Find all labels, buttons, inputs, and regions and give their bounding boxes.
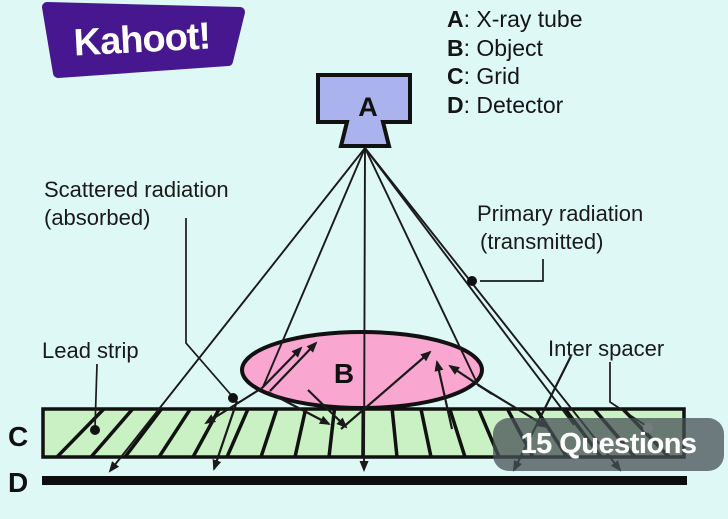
scattered-leader [185, 218, 233, 397]
legend: A: X-ray tube B: Object C: Grid D: Detec… [447, 5, 583, 119]
detector-bar [42, 476, 687, 485]
xray-tube-shape [316, 73, 412, 148]
lead-strip-line [225, 410, 250, 456]
scattered-radiation-arrows [204, 341, 572, 472]
lead-strip-line [259, 410, 279, 456]
scattered-label-line1: Scattered radiation [44, 177, 229, 202]
lead-strip-label: Lead strip [42, 338, 139, 363]
primary-label-line1: Primary radiation [477, 201, 643, 226]
lead-strip-leader [94, 363, 98, 429]
ray-primary [364, 147, 622, 472]
leader-lines [94, 218, 646, 429]
scattered-label-line2: (absorbed) [44, 205, 150, 230]
lead-strip-line [327, 410, 337, 456]
annotation-labels: Scattered radiation (absorbed) Primary r… [42, 177, 664, 363]
inter-spacer-label: Inter spacer [548, 336, 664, 361]
lead-strip-line [123, 410, 163, 456]
question-count-text: 15 Questions [520, 428, 697, 460]
lead-strip-line [390, 410, 399, 456]
object-letter: B [334, 358, 354, 389]
primary-dot [467, 276, 477, 286]
detector-letter: D [8, 467, 28, 498]
question-count-badge: 15 Questions [493, 418, 724, 471]
primary-label-line2: (transmitted) [480, 229, 603, 254]
kahoot-logo-text: Kahoot! [73, 15, 212, 64]
lead-strip-line [448, 410, 467, 456]
scattered-dot [228, 393, 238, 403]
lead-strip-line [89, 410, 134, 456]
ray-to-object-right [364, 147, 478, 384]
kahoot-logo-banner [42, 2, 245, 78]
ray-center [359, 145, 369, 472]
xray-fan-rays [108, 145, 622, 473]
tube-letter: A [358, 92, 378, 122]
legend-item-d: D: Detector [447, 91, 564, 118]
ray-left [108, 147, 366, 473]
primary-leader [480, 259, 544, 282]
legend-item-b: B: Object [447, 34, 543, 61]
lead-strip-dot [90, 425, 100, 435]
kahoot-logo: Kahoot! [42, 2, 245, 78]
legend-item-a: A: X-ray tube [447, 6, 583, 32]
ray-right-absorbed [364, 147, 575, 426]
inter-spacer-leader [609, 362, 646, 426]
lead-strip-line [293, 410, 308, 456]
legend-item-c: C: Grid [447, 63, 520, 89]
grid-letter: C [8, 421, 28, 452]
ray-to-object-left [262, 147, 366, 388]
lead-strip-line [419, 410, 433, 456]
lead-strip-line [157, 410, 192, 456]
